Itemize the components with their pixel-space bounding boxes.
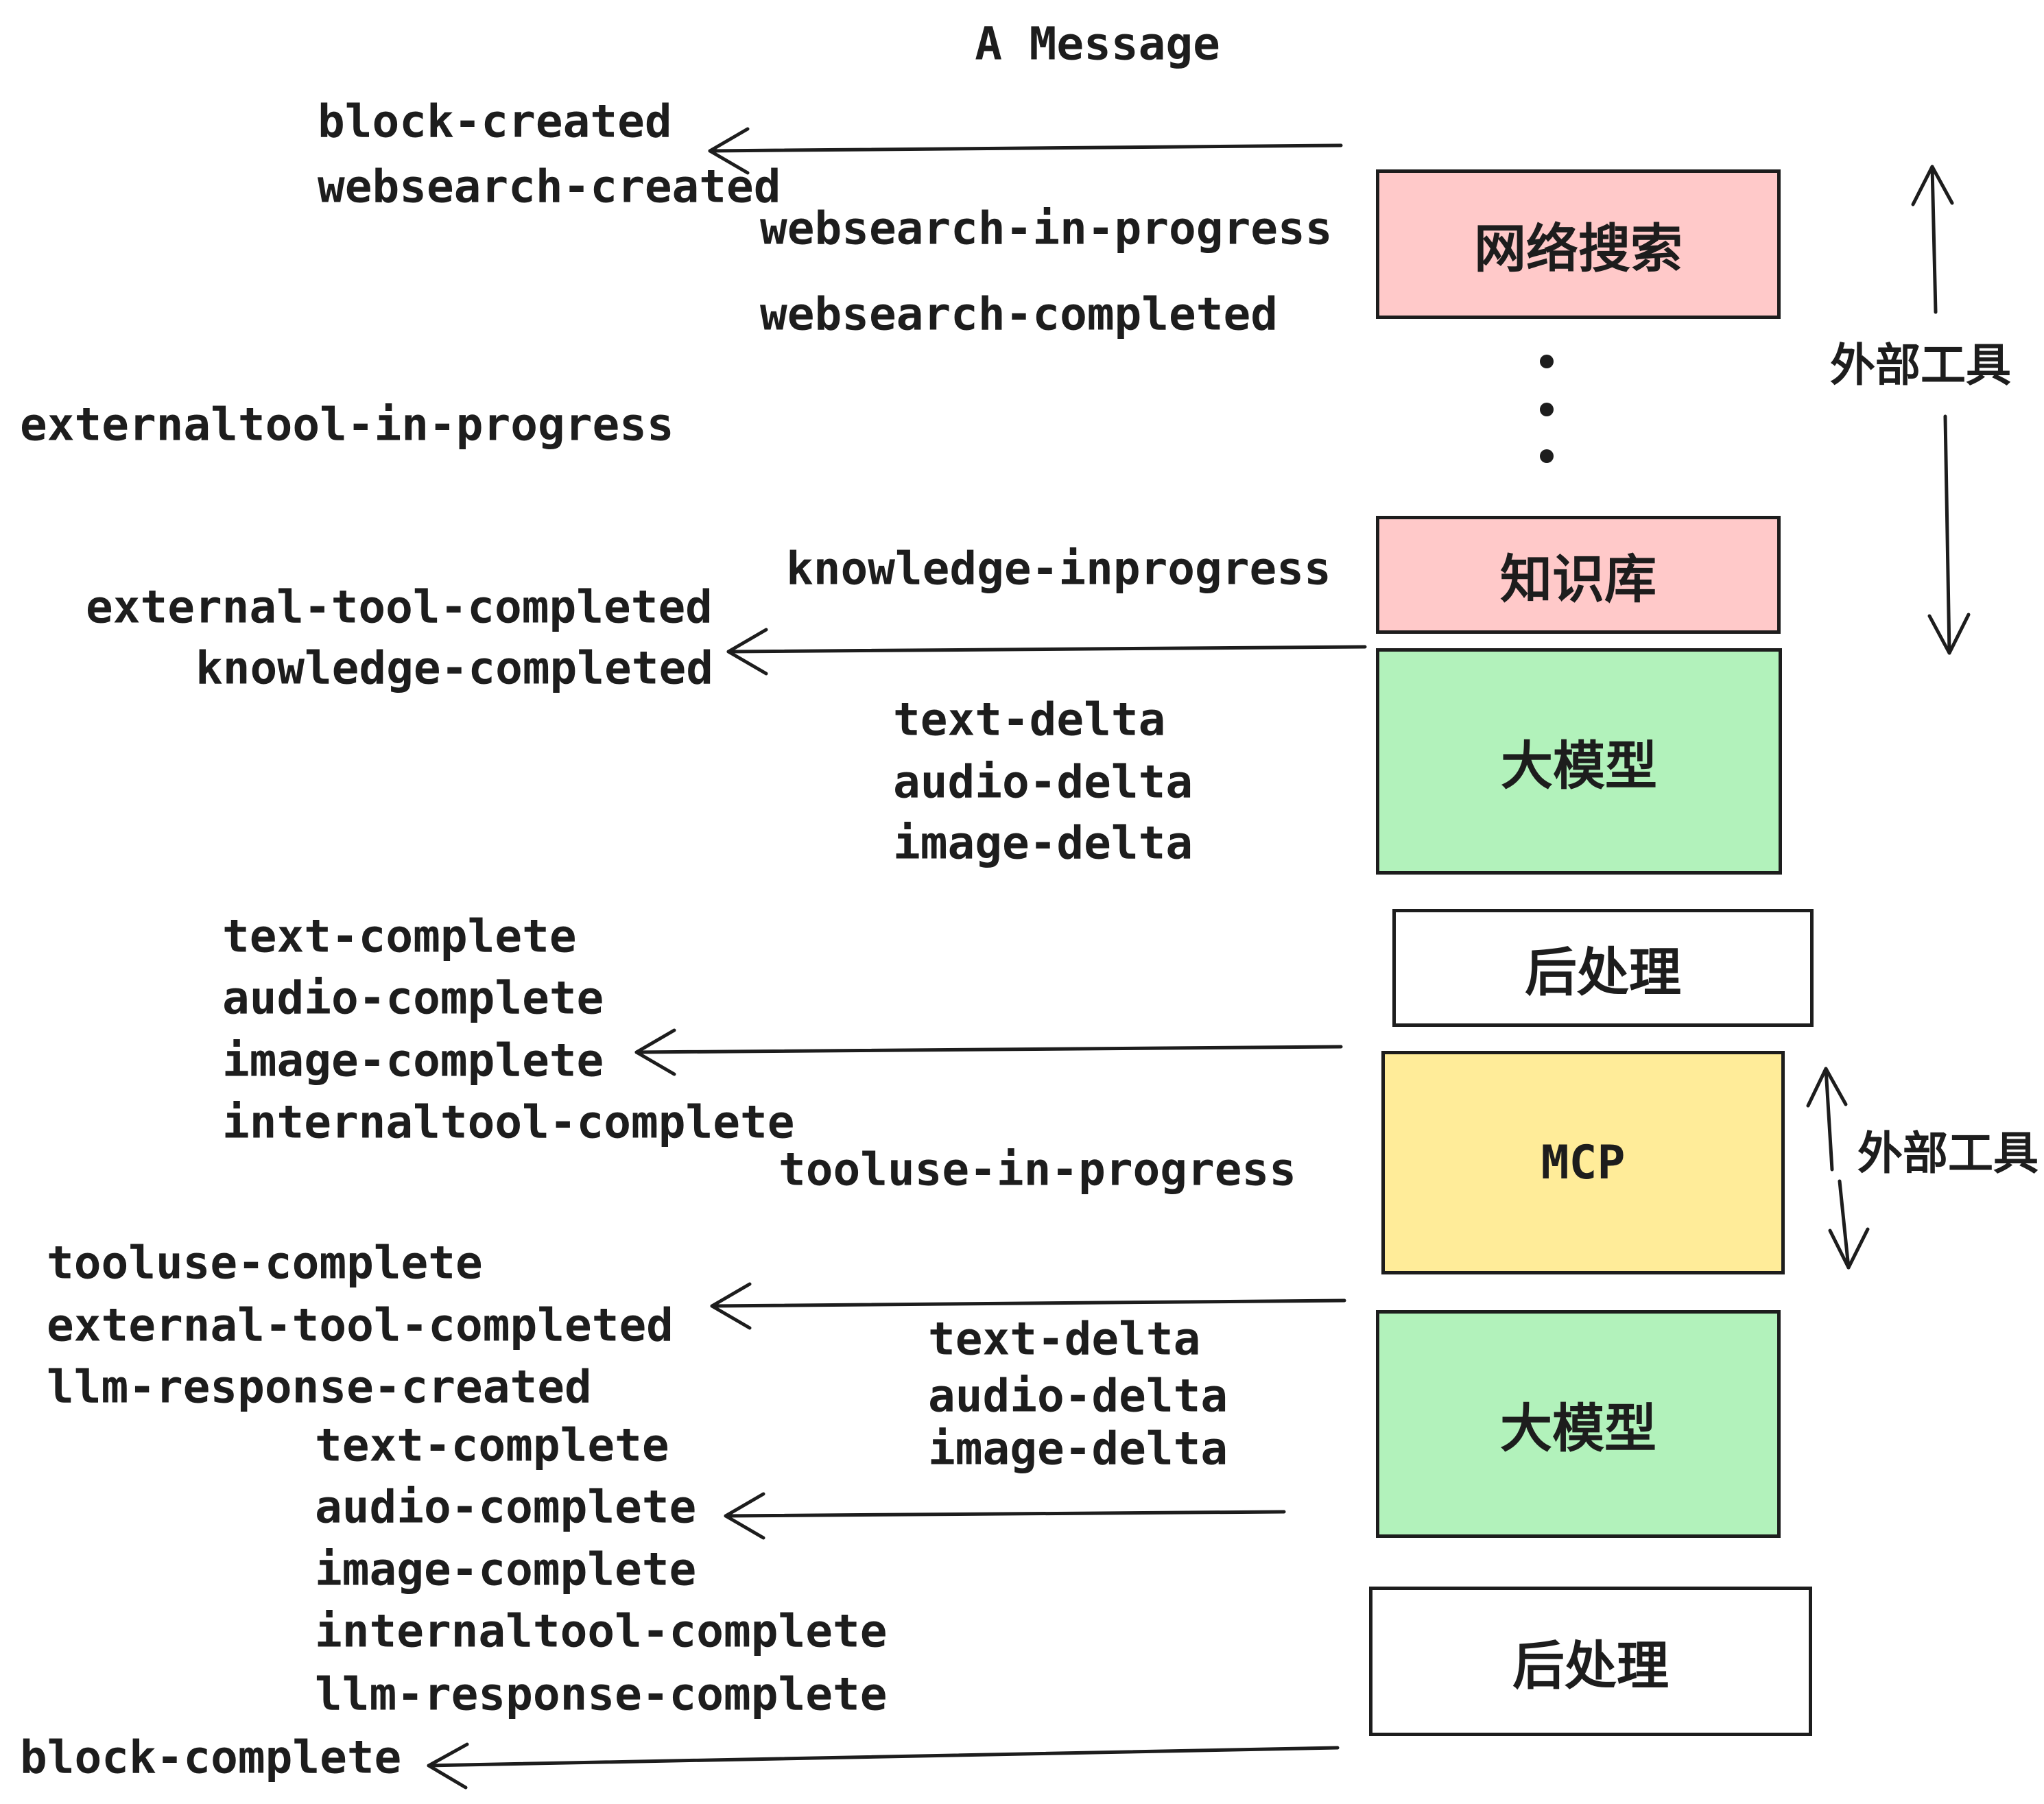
arrow-to-audio-complete: [724, 1492, 1286, 1540]
node-llm-1: 大模型: [1376, 648, 1782, 875]
event-label-websearch-created: websearch-created: [318, 160, 781, 213]
page-title: A Message: [975, 17, 1220, 71]
event-label-text-delta: text-delta: [893, 693, 1166, 746]
event-label-tooluse-in-progress: tooluse-in-progress: [779, 1143, 1296, 1196]
event-label-image-delta-2: image-delta: [928, 1422, 1228, 1475]
node-postprocess-1: 后处理: [1392, 909, 1814, 1027]
external-tools-arrow-up-2: [1806, 1067, 1848, 1172]
arrow-to-image-complete: [634, 1028, 1343, 1076]
ellipsis-dot: [1540, 449, 1554, 463]
event-label-websearch-in-progress: websearch-in-progress: [760, 202, 1333, 255]
event-label-llm-response-complete: llm-response-complete: [315, 1667, 888, 1721]
event-label-audio-complete-2: audio-complete: [315, 1480, 697, 1534]
node-mcp: MCP: [1381, 1051, 1785, 1274]
arrow-to-tooluse-complete: [710, 1282, 1346, 1330]
event-label-text-complete: text-complete: [222, 910, 577, 963]
event-label-image-complete: image-complete: [222, 1034, 604, 1087]
external-tools-arrow-up-1: [1911, 165, 1954, 314]
external-tools-label-1: 外部工具: [1826, 329, 2015, 394]
event-label-text-delta-2: text-delta: [928, 1312, 1201, 1366]
event-label-block-complete: block-complete: [20, 1731, 402, 1784]
node-knowledge-base: 知识库: [1376, 516, 1781, 634]
event-label-external-tool-completed-2: external-tool-completed: [47, 1298, 674, 1352]
event-label-knowledge-inprogress: knowledge-inprogress: [786, 542, 1331, 595]
arrow-to-block-complete: [427, 1742, 1340, 1790]
node-label: 大模型: [1500, 1400, 1656, 1458]
arrow-to-block-created: [708, 127, 1343, 175]
event-label-image-delta: image-delta: [893, 816, 1193, 870]
event-label-block-created: block-created: [318, 95, 672, 148]
event-label-llm-response-created: llm-response-created: [47, 1360, 592, 1414]
event-label-audio-complete: audio-complete: [222, 971, 604, 1025]
event-label-externaltool-in-progress: externaltool-in-progress: [20, 398, 674, 451]
event-label-audio-delta: audio-delta: [893, 755, 1193, 809]
node-websearch: 网络搜索: [1376, 169, 1781, 319]
node-label: 知识库: [1500, 551, 1656, 609]
node-label: 网络搜索: [1474, 220, 1683, 278]
external-tools-label-2: 外部工具: [1853, 1117, 2043, 1183]
external-tools-arrow-down-1: [1927, 414, 1971, 655]
event-label-websearch-completed: websearch-completed: [760, 287, 1278, 341]
ellipsis-dot: [1540, 355, 1554, 368]
node-label: MCP: [1541, 1135, 1626, 1190]
external-tools-arrow-down-2: [1828, 1179, 1870, 1270]
node-label: 后处理: [1512, 1637, 1669, 1696]
event-label-audio-delta-2: audio-delta: [928, 1369, 1228, 1423]
event-label-internaltool-complete: internaltool-complete: [222, 1095, 795, 1149]
event-label-tooluse-complete: tooluse-complete: [47, 1236, 483, 1290]
event-label-knowledge-completed: knowledge-completed: [195, 641, 713, 695]
arrow-to-knowledge-completed: [726, 628, 1367, 676]
event-label-external-tool-completed: external-tool-completed: [86, 580, 713, 634]
event-label-text-complete-2: text-complete: [315, 1419, 669, 1472]
ellipsis-dot: [1540, 403, 1554, 416]
node-label: 大模型: [1501, 737, 1657, 796]
node-llm-2: 大模型: [1376, 1310, 1781, 1538]
node-postprocess-2: 后处理: [1369, 1587, 1812, 1736]
node-label: 后处理: [1525, 944, 1681, 1002]
event-label-internaltool-complete-2: internaltool-complete: [315, 1604, 888, 1658]
event-label-image-complete-2: image-complete: [315, 1543, 697, 1596]
